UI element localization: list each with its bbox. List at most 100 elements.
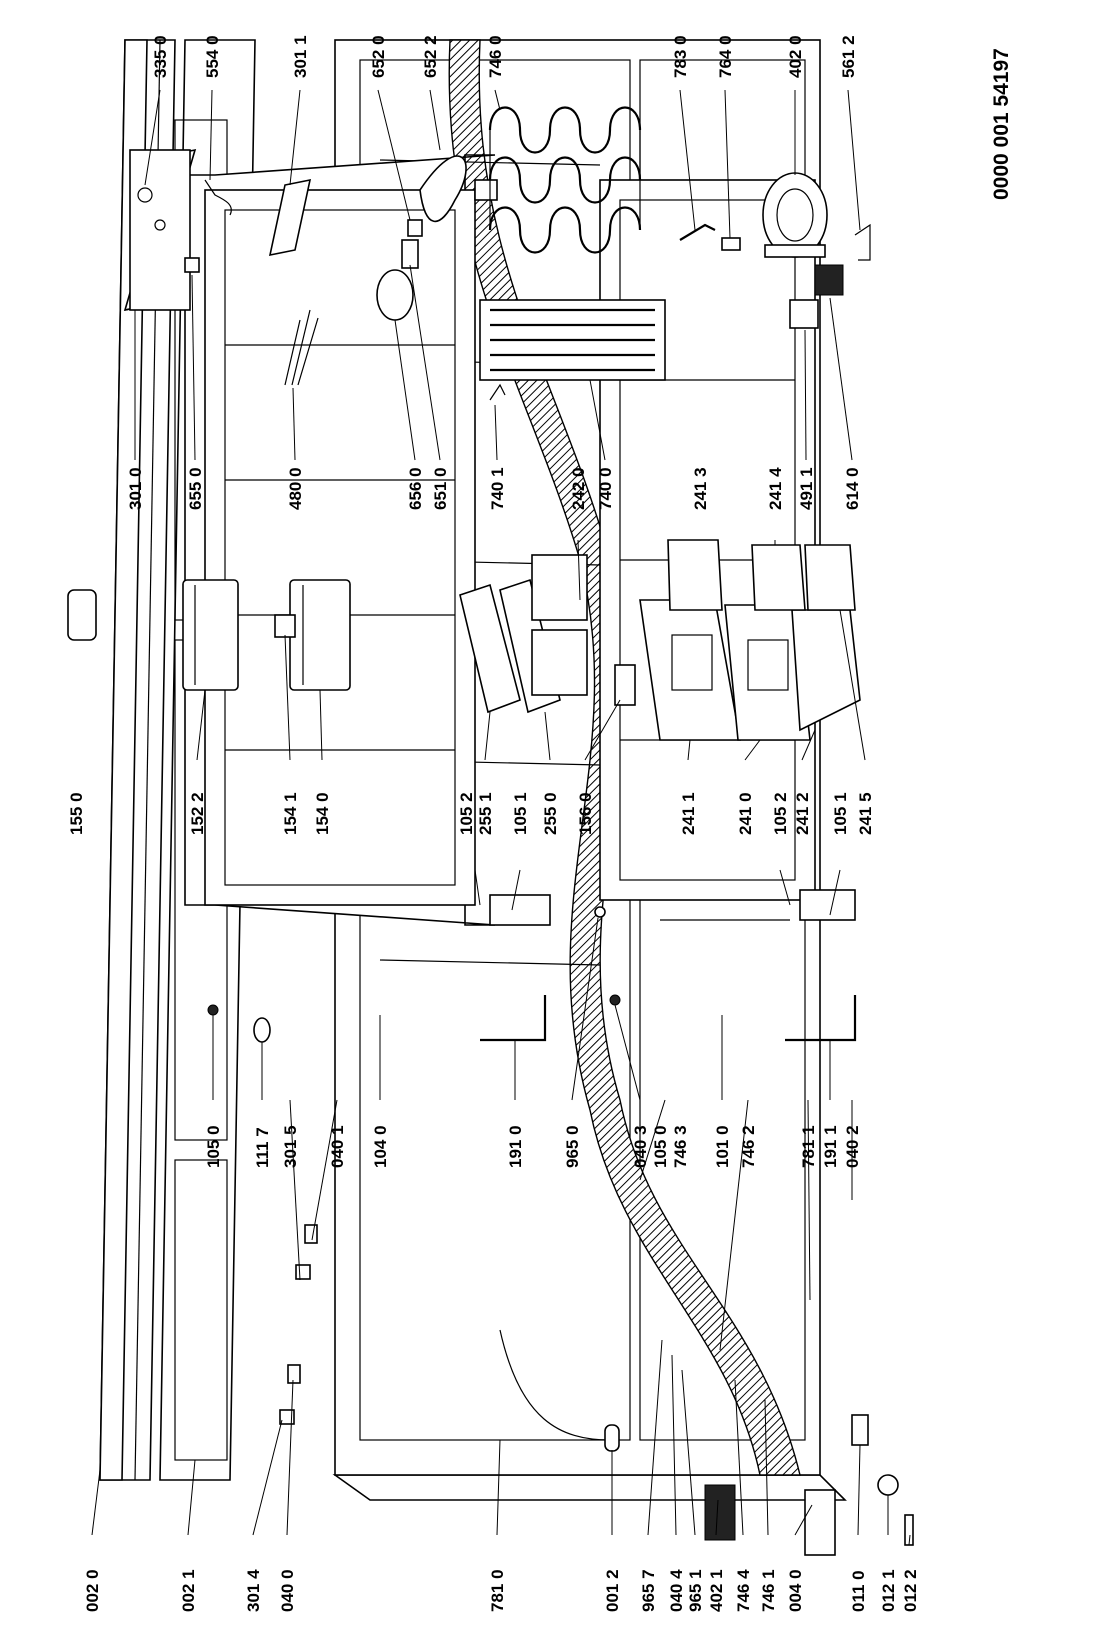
cover-1117-part [253,1017,271,1043]
label-1052b: 105 2 [771,792,790,835]
label-7830: 783 0 [671,35,690,78]
label-0400: 040 0 [278,1569,297,1612]
label-0401: 040 1 [328,1125,347,1168]
glass-shelf-2551-part [459,583,521,714]
label-6522: 652 2 [421,35,440,78]
label-0122: 012 2 [901,1569,920,1612]
label-9651: 965 1 [686,1569,705,1612]
label-0021: 002 1 [179,1569,198,1612]
label-4800: 480 0 [286,467,305,510]
label-1051a: 105 1 [511,792,530,835]
label-1050b: 105 0 [651,1125,670,1168]
label-2411: 241 1 [679,792,698,835]
label-2420: 242 0 [569,467,588,510]
label-3015: 301 5 [281,1125,300,1168]
plug-0012-part [604,1424,620,1452]
foot-0121-part [877,1474,899,1496]
label-1522: 152 2 [188,792,207,835]
label-1040: 104 0 [371,1125,390,1168]
label-3011: 301 1 [291,35,310,78]
screw-1050a-part [207,1004,219,1016]
label-4911: 491 1 [797,467,816,510]
label-0040: 004 0 [786,1569,805,1612]
cap-9650-part [594,906,606,918]
label-3011-part [268,178,312,257]
bracket-0040-part [804,1489,836,1556]
label-2414: 241 4 [766,467,785,510]
label-1541: 154 1 [281,792,300,835]
label-0402: 040 2 [843,1125,862,1168]
label-3350: 335 0 [151,35,170,78]
label-6510: 651 0 [431,467,450,510]
clip-3015-part [295,1264,311,1280]
label-7811: 781 1 [799,1125,818,1168]
pipe-7830-part [679,223,716,241]
evaporator-7400-part [479,299,666,381]
label-5540: 554 0 [203,35,222,78]
label-1910: 191 0 [506,1125,525,1168]
label-7462: 746 2 [739,1125,758,1168]
flap-2415-part [804,544,856,611]
egg-tray-part [67,589,97,641]
label-1050a: 105 0 [204,1125,223,1168]
label-2415: 241 5 [856,792,875,835]
label-0020: 002 0 [83,1569,102,1612]
label-2413: 241 3 [691,467,710,510]
door-balcony-1540-part [274,579,351,691]
compressor-part [762,172,828,258]
foot-0110-part [851,1414,869,1446]
label-0404: 040 4 [667,1569,686,1612]
label-0121: 012 1 [879,1569,898,1612]
label-1117: 111 7 [253,1127,272,1168]
clip-0401-part [304,1224,318,1244]
label-7464: 746 4 [734,1569,753,1612]
label-6520: 652 0 [369,35,388,78]
box-4911-part [789,299,819,329]
label-7463: 746 3 [671,1125,690,1168]
clip-5612-part [854,223,871,261]
label-9657: 965 7 [639,1569,658,1612]
label-5612: 561 2 [839,35,858,78]
label-7810: 781 0 [488,1569,507,1612]
label-1911: 191 1 [821,1125,840,1168]
cover-6560-part [376,269,414,321]
drain-tube-part [499,1329,611,1441]
label-4021: 402 1 [707,1569,726,1612]
label-1052a: 105 2 [457,792,476,835]
label-7401: 740 1 [488,467,507,510]
label-3014: 301 4 [244,1569,263,1612]
part-labels: 002 0 002 1 301 4 040 0 781 0 001 2 965 … [67,35,1013,1612]
label-1051b: 105 1 [831,792,850,835]
label-0403: 040 3 [631,1125,650,1168]
gasket-1910-part [480,995,547,1042]
label-3010: 301 0 [126,467,145,510]
label-7400: 740 0 [596,467,615,510]
switch-6550-part [184,257,200,273]
upper-door-part [184,154,551,926]
relay-6140-part [814,264,844,296]
label-1550: 155 0 [67,792,86,835]
clip-0400-part [287,1364,301,1384]
label-0110: 011 0 [849,1570,868,1612]
label-9650: 965 0 [563,1125,582,1168]
valve-7401-part [489,383,506,401]
drier-7640-part [721,237,741,251]
label-2410: 241 0 [736,792,755,835]
label-4020: 402 0 [786,35,805,78]
flap-2413-part [667,539,723,611]
label-1010: 101 0 [713,1125,732,1168]
door-balcony-1522-part [182,579,239,691]
sensor-5540-part [204,179,232,216]
diagram-code: 0000 001 54197 [990,48,1013,200]
label-6560: 656 0 [406,467,425,510]
leader-lines [91,89,911,1546]
label-7640: 764 0 [716,35,735,78]
label-6550: 655 0 [186,467,205,510]
bulb-6520-part [407,219,423,237]
container-2420-part [531,554,588,696]
clip-3014-part [279,1409,295,1425]
label-6140: 614 0 [843,467,862,510]
lamp-cover-6522-part [419,155,467,223]
wiring-4800-part [284,309,319,386]
